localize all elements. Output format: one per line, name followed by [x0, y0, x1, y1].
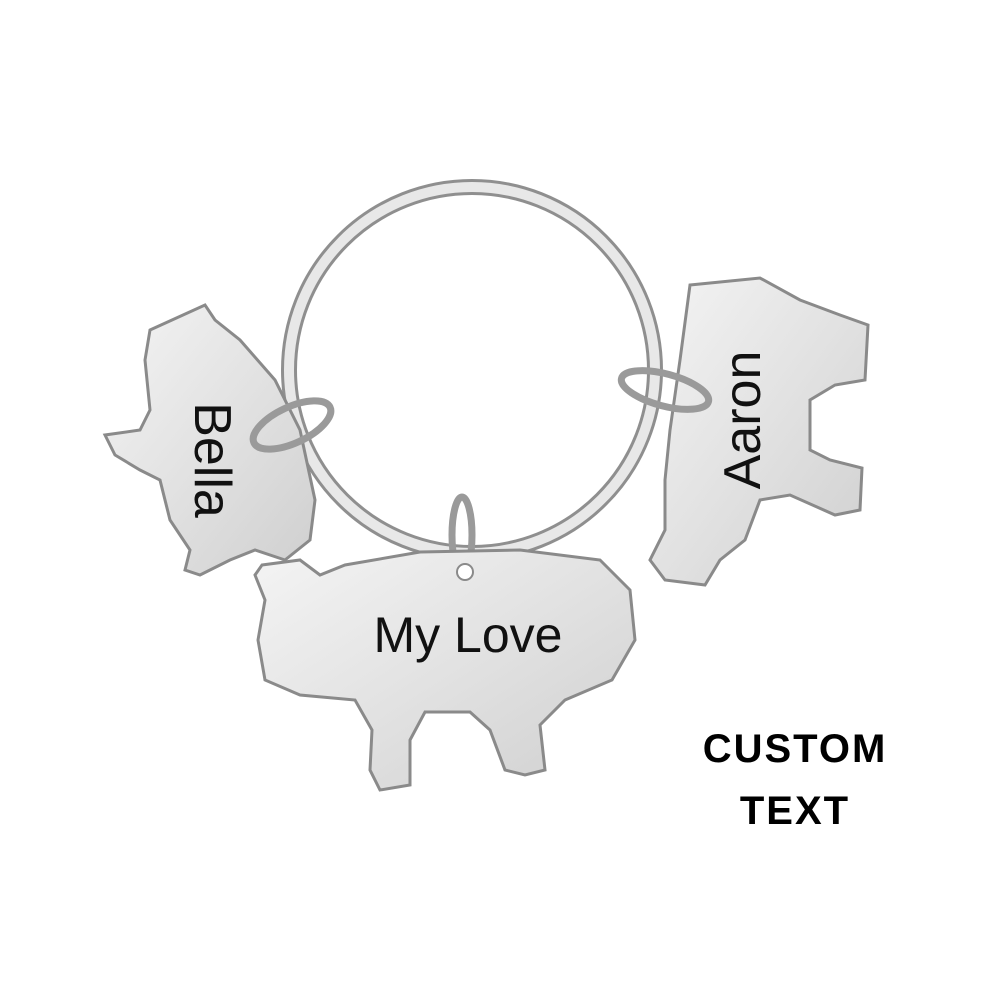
main-tag-engraving: My Love: [374, 607, 563, 663]
right-tag-engraving: Aaron: [714, 351, 772, 490]
caption-line-2: TEXT: [740, 789, 850, 833]
main-bear-tag: My Love: [253, 548, 637, 792]
left-jump-ring: [249, 397, 335, 453]
right-jump-ring: [617, 367, 713, 413]
left-tag-engraving: Bella: [183, 402, 241, 518]
caption-line-1: CUSTOM: [703, 727, 888, 771]
left-bear-tag: Bella: [102, 303, 317, 577]
right-bear-tag: Aaron: [648, 276, 870, 587]
